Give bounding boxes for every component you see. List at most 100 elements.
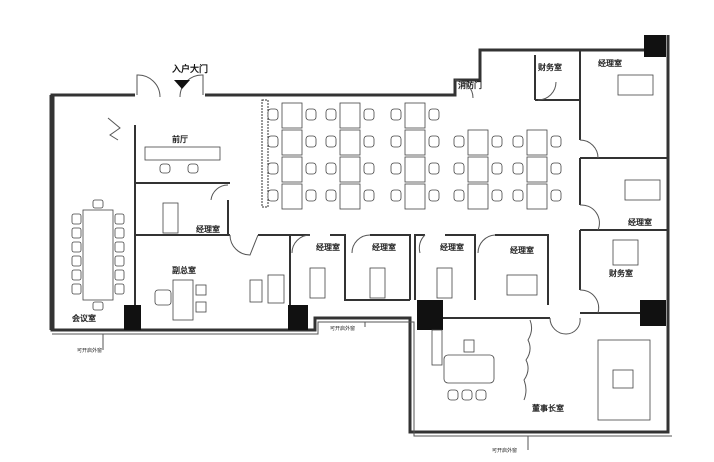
workstation-chair <box>512 189 524 202</box>
room-labels: 前厅 会议室 副总室 董事长室 财务室 财务室 经理室 经理室 经理室 经理室 … <box>72 58 652 413</box>
workstation-chair <box>363 108 375 121</box>
room-label-manager-2: 经理室 <box>316 242 340 252</box>
workstation-chair <box>428 162 440 175</box>
meeting-chair <box>92 199 104 209</box>
workstation-chair <box>305 162 317 175</box>
room-label-finance-top: 财务室 <box>537 62 562 72</box>
workstation-chair <box>325 162 337 175</box>
meeting-chair <box>114 241 125 253</box>
workstation-chair <box>390 162 402 175</box>
room-label-manager-6: 经理室 <box>598 58 622 68</box>
meeting-chair <box>71 283 82 295</box>
room-label-manager-4: 经理室 <box>440 242 464 252</box>
meeting-chair <box>71 255 82 267</box>
workstation-desk <box>467 183 489 210</box>
workstation-desk <box>467 129 489 156</box>
fire-door-label: 消防门 <box>458 80 482 90</box>
room-label-lobby: 前厅 <box>172 134 188 144</box>
workstation-desk <box>339 129 361 156</box>
workstation-desk <box>467 156 489 183</box>
workstation-chair <box>325 135 337 148</box>
workstation-desk <box>339 156 361 183</box>
workstation-desk <box>526 156 548 183</box>
workstation-chair <box>550 162 562 175</box>
workstation-chair <box>363 162 375 175</box>
workstation-desk <box>404 183 426 210</box>
room-label-manager-5: 经理室 <box>510 245 534 255</box>
meeting-chair <box>114 283 125 295</box>
structural-columns <box>124 35 666 330</box>
room-label-manager-1: 经理室 <box>196 224 220 234</box>
meeting-table <box>71 199 125 311</box>
entrance-door[interactable] <box>136 74 204 98</box>
workstation-desk <box>339 183 361 210</box>
workstation-chair <box>267 108 279 121</box>
workstation-chair <box>491 162 503 175</box>
meeting-chair <box>114 213 125 225</box>
meeting-chair <box>71 227 82 239</box>
workstation-chair <box>390 135 402 148</box>
workstation-chair <box>305 135 317 148</box>
workstation-desk <box>526 129 548 156</box>
meeting-chair <box>114 227 125 239</box>
workstation-desk <box>281 183 303 210</box>
workstation-chair <box>491 189 503 202</box>
workstation-desk <box>281 129 303 156</box>
meeting-chair <box>92 301 104 311</box>
outer-walls <box>49 35 672 437</box>
workstation-chair <box>512 135 524 148</box>
workstation-chair <box>512 162 524 175</box>
room-label-chairman: 董事长室 <box>532 403 564 413</box>
room-label-meeting-room: 会议室 <box>72 313 96 323</box>
workstation-chair <box>491 135 503 148</box>
workstation-chair <box>363 135 375 148</box>
workstation-chair <box>305 108 317 121</box>
workstation-desk <box>339 102 361 129</box>
entrance-label: 入户大门 <box>171 63 208 75</box>
workstation-chair <box>325 108 337 121</box>
room-label-manager-7: 经理室 <box>628 217 652 227</box>
workstation-chair <box>390 108 402 121</box>
workstation-chair <box>325 189 337 202</box>
workstation-chair <box>267 162 279 175</box>
workstation-chair <box>390 189 402 202</box>
workstation-chair <box>453 162 465 175</box>
interior-walls <box>107 50 668 335</box>
window-label-bottom: 可开启外窗 <box>492 447 517 454</box>
workstation-desk <box>404 129 426 156</box>
reception-desk <box>144 146 221 174</box>
workstation-desk <box>404 156 426 183</box>
workstation-desk <box>404 102 426 129</box>
meeting-chair <box>114 255 125 267</box>
meeting-chair <box>114 269 125 281</box>
window-label-left: 可开启外窗 <box>77 347 102 354</box>
workstation-chair <box>453 189 465 202</box>
workstation-chair <box>428 108 440 121</box>
workstation-chair <box>267 135 279 148</box>
workstation-desk <box>526 183 548 210</box>
workstation-desk <box>281 156 303 183</box>
vp-desk <box>154 274 285 321</box>
workstation-chair <box>453 135 465 148</box>
meeting-chair <box>71 213 82 225</box>
workstation-chair <box>428 189 440 202</box>
workstation-chair <box>550 135 562 148</box>
window-notes: 可开启外窗 可开启外窗 可开启外窗 <box>77 322 529 454</box>
workstation-chair <box>363 189 375 202</box>
room-label-finance-right: 财务室 <box>608 268 633 278</box>
workstation-chair <box>267 189 279 202</box>
window-label-middle: 可开启外窗 <box>330 325 355 332</box>
entrance-arrow-icon <box>174 80 190 89</box>
workstation-chair <box>428 135 440 148</box>
room-label-vice-president: 副总室 <box>172 265 196 275</box>
room-label-manager-3: 经理室 <box>372 242 396 252</box>
meeting-chair <box>71 241 82 253</box>
workstation-chair <box>550 189 562 202</box>
workstation-desk <box>281 102 303 129</box>
meeting-chair <box>71 269 82 281</box>
workstation-chair <box>305 189 317 202</box>
planter-partition <box>261 99 269 208</box>
manager-desks <box>162 74 661 299</box>
workstations <box>267 102 562 210</box>
